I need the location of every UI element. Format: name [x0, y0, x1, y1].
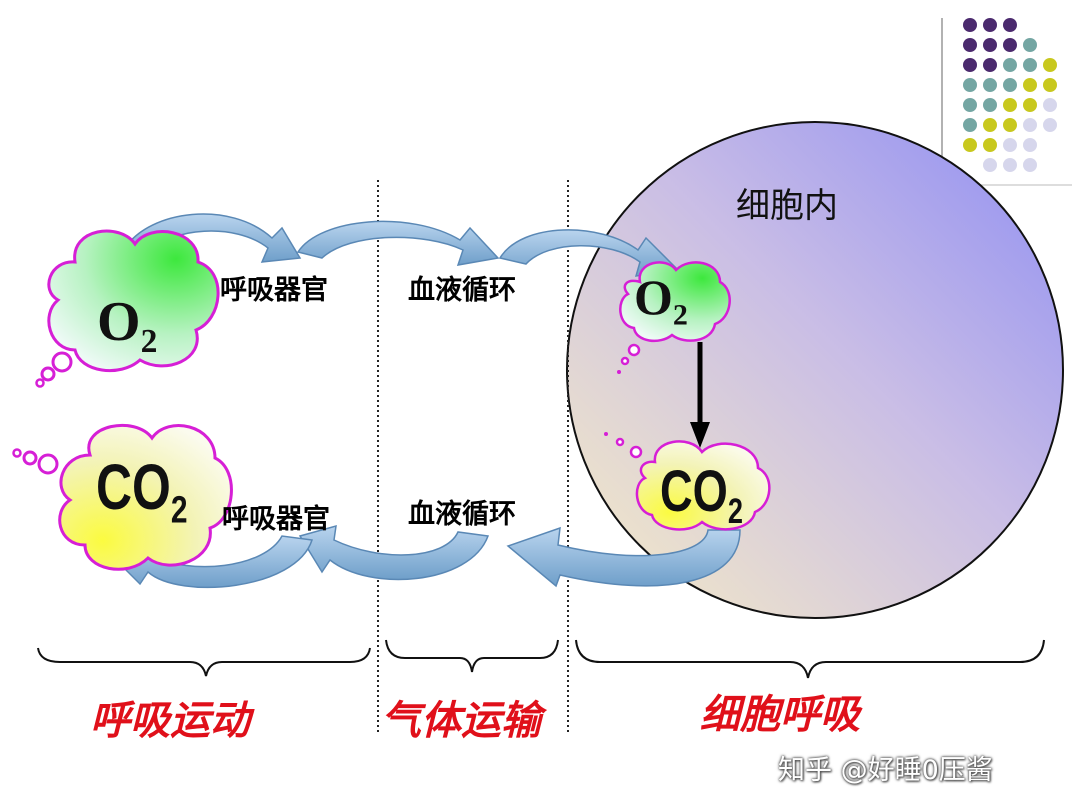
cloud-bubble [37, 453, 59, 475]
corner-dot [1003, 98, 1017, 112]
corner-dot [1023, 138, 1037, 152]
corner-dot [1023, 58, 1037, 72]
corner-dot [1003, 118, 1017, 132]
corner-dot [1023, 38, 1037, 52]
o2-formula-cell: O2 [634, 269, 688, 332]
corner-dot [1023, 118, 1037, 132]
corner-dot [963, 78, 977, 92]
corner-dot [1003, 58, 1017, 72]
corner-dot [983, 138, 997, 152]
corner-dot [983, 158, 997, 172]
o2-formula-left: O2 [97, 291, 158, 360]
co2-cloud-cell [604, 432, 771, 531]
corner-dot [983, 58, 997, 72]
cloud-bubble [40, 366, 56, 382]
respiratory-organ-label-bottom: 呼吸器官 [222, 504, 330, 535]
carbon-dioxide-flow-arrows [110, 524, 741, 589]
corner-dot [983, 98, 997, 112]
co2-formula-cell: CO2 [660, 459, 743, 532]
oxygen-cloud-cell [617, 261, 731, 374]
corner-dot [1003, 78, 1017, 92]
respiratory-organ-label-top: 呼吸器官 [220, 275, 328, 306]
brace-breathing [37, 647, 371, 677]
blood-circulation-label-bottom: 血液循环 [408, 499, 516, 530]
cloud-bubble [12, 448, 22, 458]
oxygen-cloud-left [35, 229, 220, 388]
corner-dot [983, 38, 997, 52]
cloud-bubble [35, 378, 45, 388]
phase-breathing-movement: 呼吸运动 [90, 698, 250, 744]
corner-dot [983, 78, 997, 92]
phase-cellular-respiration: 细胞呼吸 [700, 692, 860, 738]
corner-dot [963, 18, 977, 32]
cloud-bubble [22, 450, 38, 466]
cloud-bubble [615, 437, 625, 447]
cell-inside-label: 细胞内 [736, 186, 838, 226]
corner-dot [1023, 98, 1037, 112]
corner-dot [1043, 78, 1057, 92]
corner-dot [1023, 78, 1037, 92]
corner-dot [963, 38, 977, 52]
cloud-bubble [51, 351, 73, 373]
cloud-bubble [629, 445, 643, 459]
corner-dot [963, 138, 977, 152]
corner-dot [963, 98, 977, 112]
corner-dot-grid [963, 18, 1057, 172]
phase-gas-transport: 气体运输 [381, 698, 541, 744]
corner-dot [1043, 98, 1057, 112]
corner-dot [963, 58, 977, 72]
phase-braces [37, 639, 1045, 679]
corner-dot [963, 118, 977, 132]
corner-dot [1003, 138, 1017, 152]
reaction-arrow [690, 342, 710, 448]
cloud-bubble [627, 343, 641, 357]
cloud-bubble [604, 432, 608, 436]
corner-dot [983, 18, 997, 32]
corner-dot [1003, 18, 1017, 32]
o2-arrow-2 [296, 220, 500, 266]
co2-arrow-2 [298, 524, 490, 581]
brace-cellular [575, 639, 1045, 679]
corner-dot [1043, 118, 1057, 132]
corner-dot [1043, 58, 1057, 72]
co2-arrow-1 [506, 526, 741, 588]
cloud-bubble [617, 370, 621, 374]
corner-dot [1023, 158, 1037, 172]
co2-formula-left: CO2 [96, 451, 188, 532]
co2-cloud-left [12, 423, 233, 571]
brace-transport [385, 639, 559, 673]
corner-dot [1003, 158, 1017, 172]
corner-dot [983, 118, 997, 132]
blood-circulation-label-top: 血液循环 [408, 275, 516, 306]
cloud-bubble [620, 356, 630, 366]
watermark: 知乎 @好睡0压酱 [778, 755, 993, 786]
corner-dot [1003, 38, 1017, 52]
